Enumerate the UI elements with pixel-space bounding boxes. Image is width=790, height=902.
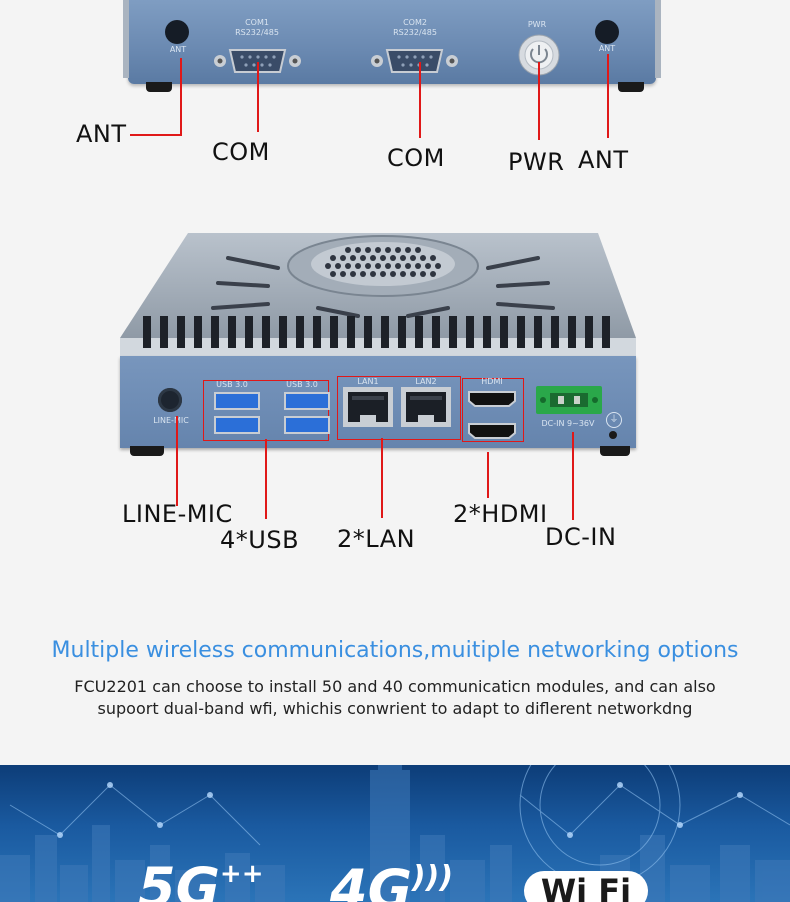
com2-port-sub-label: RS232/485 <box>393 28 437 37</box>
lan1-port-label: LAN1 <box>357 377 379 386</box>
com2-db9-connector <box>367 46 462 76</box>
ant-right-callout-line <box>607 54 609 138</box>
antenna-port-left <box>165 20 189 44</box>
ant-right-callout: ANT <box>578 146 629 174</box>
usb-callout-line <box>265 439 267 519</box>
com1-db9-connector <box>210 46 305 76</box>
line-mic-callout: LINE-MIC <box>122 500 233 528</box>
ant-left-port-label: ANT <box>169 45 187 54</box>
lan2-port-label: LAN2 <box>415 377 437 386</box>
dc-in-callout-line <box>572 432 574 520</box>
lan-callout: 2*LAN <box>337 525 416 553</box>
com2-callout-line <box>419 62 421 138</box>
usb-port <box>284 416 330 434</box>
dc-in-callout: DC-IN <box>545 523 617 551</box>
lan1-port <box>343 387 393 427</box>
signal-waves-icon: ))) <box>411 860 454 895</box>
section-description-line-2: supoort dual-band wfi, whichis conwrient… <box>97 699 693 718</box>
com1-port-label: COM1 <box>245 18 269 27</box>
heatsink-top-cover <box>118 228 638 358</box>
usb-callout: 4*USB <box>220 526 300 554</box>
front-panel-bezel <box>655 0 661 78</box>
device-foot <box>618 82 644 92</box>
section-description-line-1: FCU2201 can choose to install 50 and 40 … <box>74 677 716 696</box>
5g-logo: 5G++ <box>138 861 263 902</box>
device-foot <box>130 446 164 456</box>
com2-callout: COM <box>387 144 445 172</box>
pwr-callout: PWR <box>508 148 565 176</box>
5g-logo-text: 5G <box>138 856 220 902</box>
section-heading: Multiple wireless communications,muitipl… <box>51 638 739 663</box>
wireless-banner: 5G++ 4G))) Wi Fi <box>0 765 790 902</box>
line-mic-port-label: LINE-MIC <box>153 416 189 425</box>
ground-icon: ⏚ <box>606 412 622 428</box>
com1-callout-line <box>257 62 259 132</box>
usb-right-port-label: USB 3.0 <box>286 380 318 389</box>
line-mic-jack <box>158 388 182 412</box>
hdmi-port-label: HDMI <box>481 377 503 386</box>
4g-logo-text: 4G <box>330 858 412 902</box>
dc-in-port-label: DC-IN 9~36V <box>541 419 595 428</box>
usb-port <box>284 392 330 410</box>
pwr-callout-line <box>538 62 540 140</box>
usb-port <box>214 392 260 410</box>
ant-left-callout: ANT <box>76 120 127 148</box>
line-mic-callout-line <box>176 416 178 506</box>
wifi-logo: Wi Fi <box>524 871 648 902</box>
lan-group-highlight <box>337 376 461 440</box>
ant-left-callout-line <box>180 58 182 136</box>
dc-in-terminal <box>536 386 602 414</box>
ground-screw <box>609 431 617 439</box>
ant-left-callout-line <box>130 134 182 136</box>
front-panel-bezel <box>123 0 129 78</box>
device-foot <box>600 446 630 456</box>
hdmi-port <box>468 423 516 439</box>
pwr-port-label: PWR <box>527 20 547 29</box>
ant-right-port-label: ANT <box>598 44 616 53</box>
hdmi-group-highlight <box>462 378 524 442</box>
lan2-port <box>401 387 451 427</box>
4g-logo: 4G))) <box>330 863 453 902</box>
hdmi-callout-line <box>487 452 489 498</box>
plus-plus-icon: ++ <box>219 859 264 889</box>
usb-port <box>214 416 260 434</box>
lan-callout-line <box>381 438 383 518</box>
device-foot <box>146 82 172 92</box>
hdmi-callout: 2*HDMI <box>453 500 548 528</box>
usb-left-port-label: USB 3.0 <box>216 380 248 389</box>
com1-callout: COM <box>212 138 270 166</box>
com1-port-sub-label: RS232/485 <box>235 28 279 37</box>
hdmi-port <box>468 391 516 407</box>
com2-port-label: COM2 <box>403 18 427 27</box>
antenna-port-right <box>595 20 619 44</box>
